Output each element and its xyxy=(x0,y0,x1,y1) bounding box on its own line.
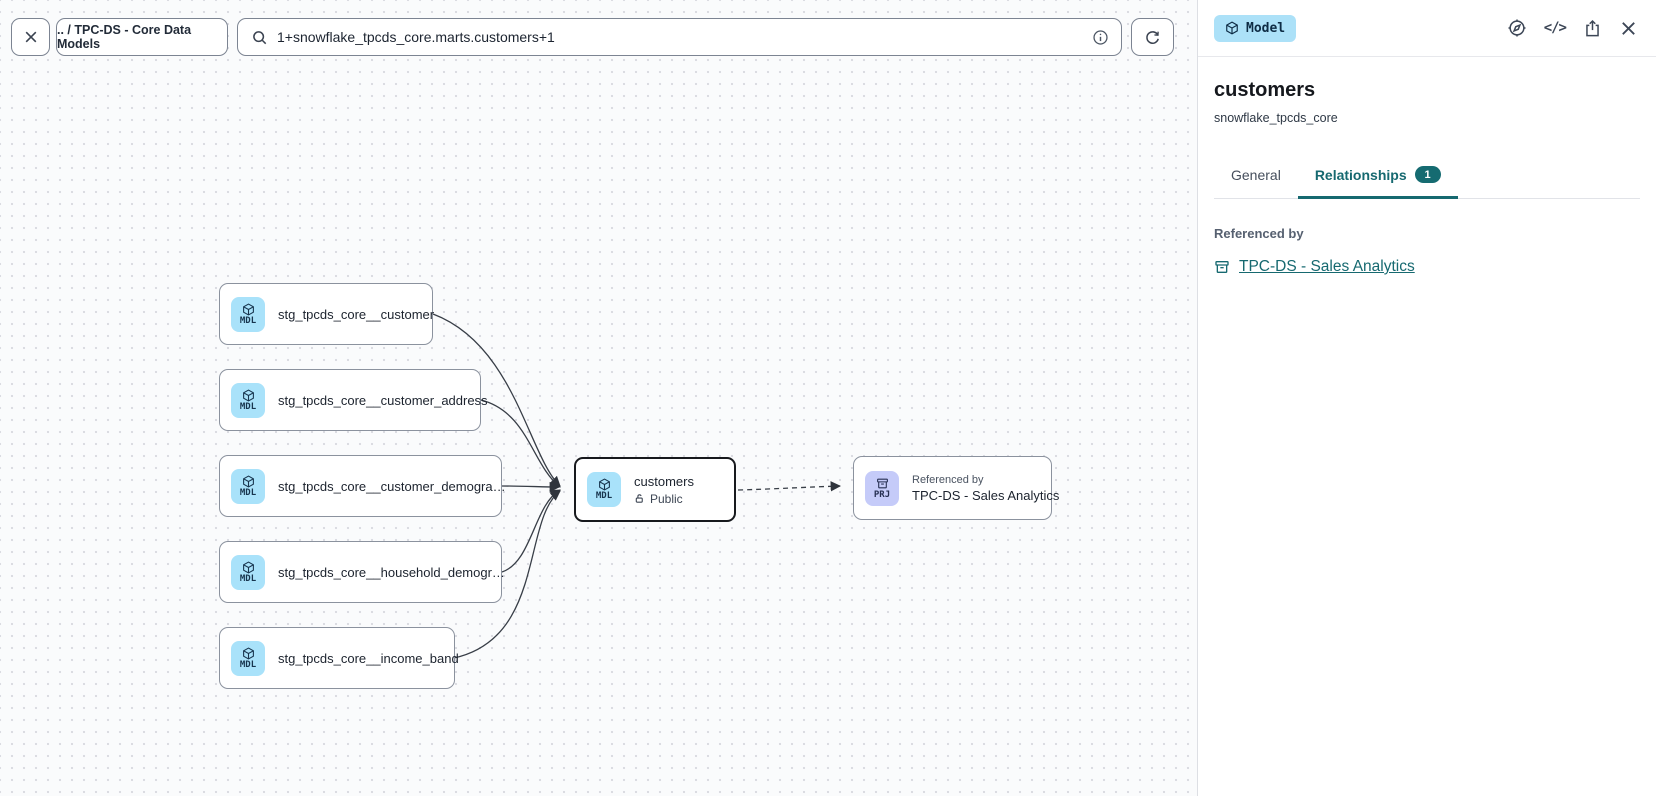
node-type-label: MDL xyxy=(239,659,257,670)
node-text-block: Referenced by TPC-DS - Sales Analytics xyxy=(912,474,1059,503)
node-label: TPC-DS - Sales Analytics xyxy=(912,487,1060,503)
model-type-tile: MDL xyxy=(231,382,265,418)
node-stg-tpcds-core-household-demographics[interactable]: MDL stg_tpcds_core__household_demogr… xyxy=(219,541,505,603)
resource-type-badge: Model xyxy=(1214,14,1297,42)
search-icon xyxy=(253,30,267,44)
panel-header: Model </> xyxy=(1198,0,1656,57)
archive-icon xyxy=(876,478,888,488)
lineage-edges xyxy=(432,313,842,659)
model-type-tile: MDL xyxy=(231,554,265,590)
cube-icon xyxy=(242,302,254,316)
cube-icon xyxy=(242,474,254,488)
referenced-by-heading: Referenced by xyxy=(1214,226,1304,241)
node-label: stg_tpcds_core__customer_demogra… xyxy=(278,478,506,494)
resource-type-label: Model xyxy=(1246,20,1286,36)
close-graph-button[interactable] xyxy=(11,18,50,56)
node-kicker: Referenced by xyxy=(912,473,984,486)
node-label: stg_tpcds_core__household_demogr… xyxy=(278,564,505,580)
refresh-icon xyxy=(1146,30,1159,44)
project-subtitle: snowflake_tpcds_core xyxy=(1214,111,1338,125)
model-type-tile: MDL xyxy=(587,472,621,507)
node-label: stg_tpcds_core__customer_address xyxy=(278,392,488,408)
refresh-button[interactable] xyxy=(1131,18,1174,56)
page-title: customers xyxy=(1214,79,1316,101)
lock-open-icon xyxy=(635,494,643,503)
compass-icon xyxy=(1508,19,1526,37)
panel-body: customers snowflake_tpcds_core General R… xyxy=(1198,57,1656,276)
node-text-block: customers Public xyxy=(634,474,694,506)
lineage-search-box xyxy=(237,18,1122,56)
panel-tabs: General Relationships 1 xyxy=(1214,155,1640,199)
node-stg-tpcds-core-customer-demographics[interactable]: MDL stg_tpcds_core__customer_demogra… xyxy=(219,455,506,517)
model-type-tile: MDL xyxy=(231,468,265,504)
close-icon xyxy=(25,31,36,43)
share-icon xyxy=(1586,19,1599,36)
archive-icon xyxy=(1215,261,1229,273)
node-label: stg_tpcds_core__income_band xyxy=(278,650,459,666)
details-panel: Model </> customers snowflake_tpcds_core xyxy=(1197,0,1656,796)
node-stg-tpcds-core-income-band[interactable]: MDL stg_tpcds_core__income_band xyxy=(219,627,459,689)
search-input[interactable] xyxy=(277,29,1083,45)
explore-lineage-button[interactable] xyxy=(1507,18,1527,38)
project-type-tile: PRJ xyxy=(865,470,899,506)
breadcrumb-label: .. / TPC-DS - Core Data Models xyxy=(57,23,192,51)
model-type-tile: MDL xyxy=(231,640,265,676)
cube-icon xyxy=(1226,21,1238,35)
cube-icon xyxy=(242,388,254,402)
breadcrumb[interactable]: .. / TPC-DS - Core Data Models xyxy=(56,18,228,56)
code-icon: </> xyxy=(1543,20,1567,36)
node-visibility-label: Public xyxy=(650,491,683,506)
node-referenced-by-project[interactable]: PRJ Referenced by TPC-DS - Sales Analyti… xyxy=(853,456,1059,520)
cube-icon xyxy=(598,478,610,491)
node-type-label: MDL xyxy=(239,315,257,326)
lineage-canvas[interactable]: MDL stg_tpcds_core__customer MDL stg_tpc… xyxy=(0,0,1197,796)
node-customers-selected[interactable]: MDL customers Public xyxy=(574,457,736,522)
share-button[interactable] xyxy=(1583,19,1602,38)
tab-relationships-label: Relationships xyxy=(1314,166,1407,183)
node-label: stg_tpcds_core__customer xyxy=(278,306,435,322)
close-panel-button[interactable] xyxy=(1619,19,1638,38)
node-type-label: MDL xyxy=(595,491,613,501)
node-visibility-row: Public xyxy=(634,492,694,506)
relationships-count-badge: 1 xyxy=(1414,166,1441,183)
node-type-label: MDL xyxy=(239,401,257,412)
node-type-label: MDL xyxy=(239,487,257,498)
node-label: customers xyxy=(634,473,694,489)
node-type-label: MDL xyxy=(239,573,257,584)
cube-icon xyxy=(242,560,254,574)
model-type-tile: MDL xyxy=(231,296,265,332)
tab-relationships[interactable]: Relationships 1 xyxy=(1297,155,1458,199)
tab-general-label: General xyxy=(1231,166,1281,183)
referenced-by-item: TPC-DS - Sales Analytics xyxy=(1214,258,1640,276)
node-stg-tpcds-core-customer[interactable]: MDL stg_tpcds_core__customer xyxy=(219,283,435,345)
panel-actions: </> xyxy=(1507,18,1638,38)
referenced-by-link[interactable]: TPC-DS - Sales Analytics xyxy=(1239,258,1415,275)
info-icon[interactable] xyxy=(1092,29,1109,46)
tab-general[interactable]: General xyxy=(1214,155,1298,199)
node-stg-tpcds-core-customer-address[interactable]: MDL stg_tpcds_core__customer_address xyxy=(219,369,488,431)
node-type-label: PRJ xyxy=(873,489,891,500)
view-code-button[interactable]: </> xyxy=(1543,20,1567,36)
cube-icon xyxy=(242,646,254,660)
close-icon xyxy=(1622,21,1635,35)
